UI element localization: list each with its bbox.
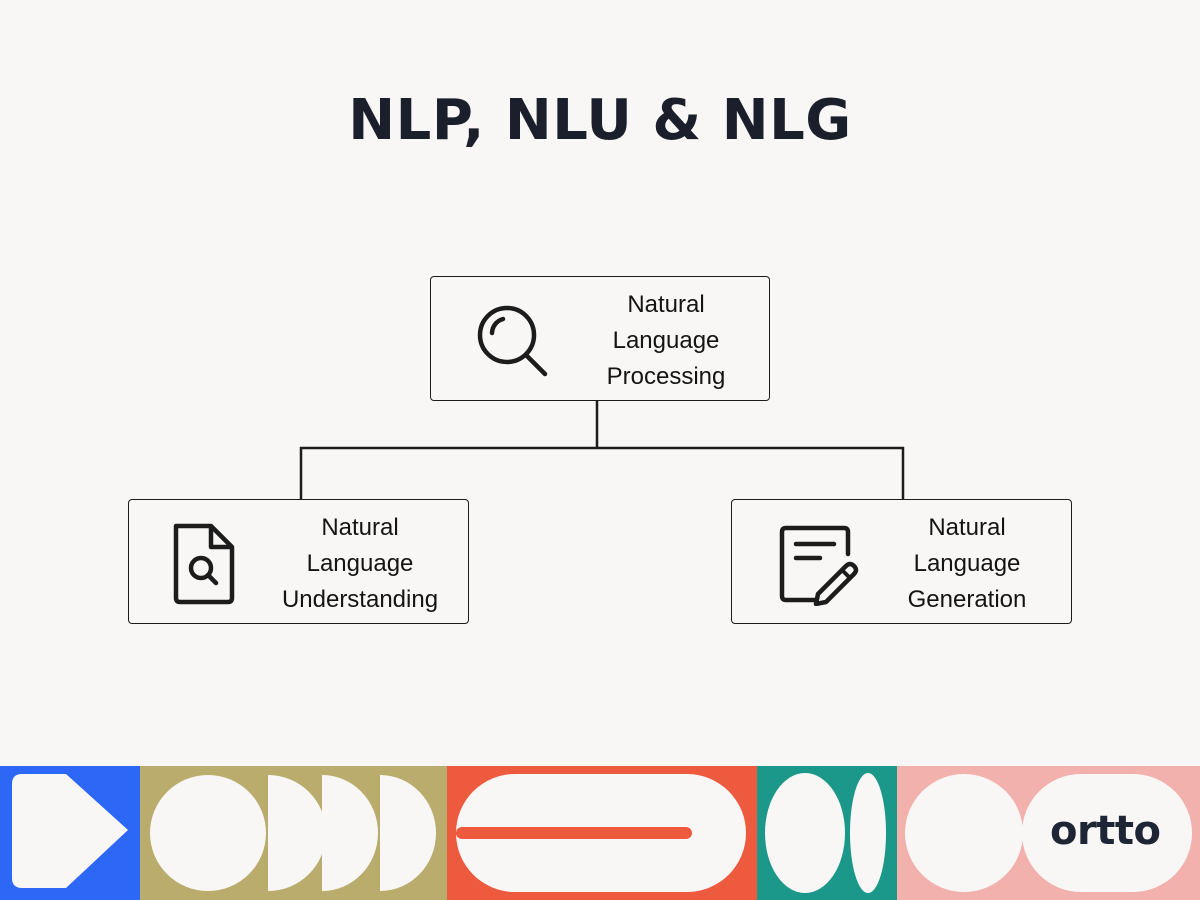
nlp-label-line: Language [612, 327, 720, 354]
ellipse-shape [850, 773, 886, 893]
document-search-icon [173, 523, 235, 605]
nlp-node: Natural Language Processing [430, 276, 770, 401]
brand-footer-band [0, 766, 1200, 900]
nlu-label-line: Natural [321, 514, 399, 541]
nlu-label: Natural Language Understanding [265, 510, 455, 618]
nlu-node: Natural Language Understanding [128, 499, 469, 624]
ellipse-shape [765, 773, 845, 893]
half-circle-shape [322, 775, 378, 891]
nlp-label-line: Natural [627, 291, 705, 318]
diagram-title: NLP, NLU & NLG [348, 88, 852, 153]
nlg-label-line: Generation [907, 586, 1027, 613]
nlp-label-line: Processing [606, 363, 726, 390]
circle-shape [905, 774, 1023, 892]
ortto-logo: ortto [1050, 808, 1161, 854]
nlg-label-line: Language [913, 550, 1021, 577]
nlu-label-line: Language [306, 550, 414, 577]
document-edit-icon [779, 525, 859, 606]
half-circle-shape [268, 775, 326, 891]
pill-divider [456, 827, 692, 839]
half-circle-shape [380, 775, 436, 891]
magnifier-icon [477, 305, 548, 377]
play-shape [12, 774, 128, 888]
nlu-label-line: Understanding [281, 586, 439, 613]
nlg-node: Natural Language Generation [731, 499, 1072, 624]
nlp-label: Natural Language Processing [591, 287, 741, 395]
pill-shape [1022, 774, 1192, 892]
nlg-label-line: Natural [928, 514, 1006, 541]
circle-shape [150, 775, 266, 891]
nlg-label: Natural Language Generation [892, 510, 1042, 618]
